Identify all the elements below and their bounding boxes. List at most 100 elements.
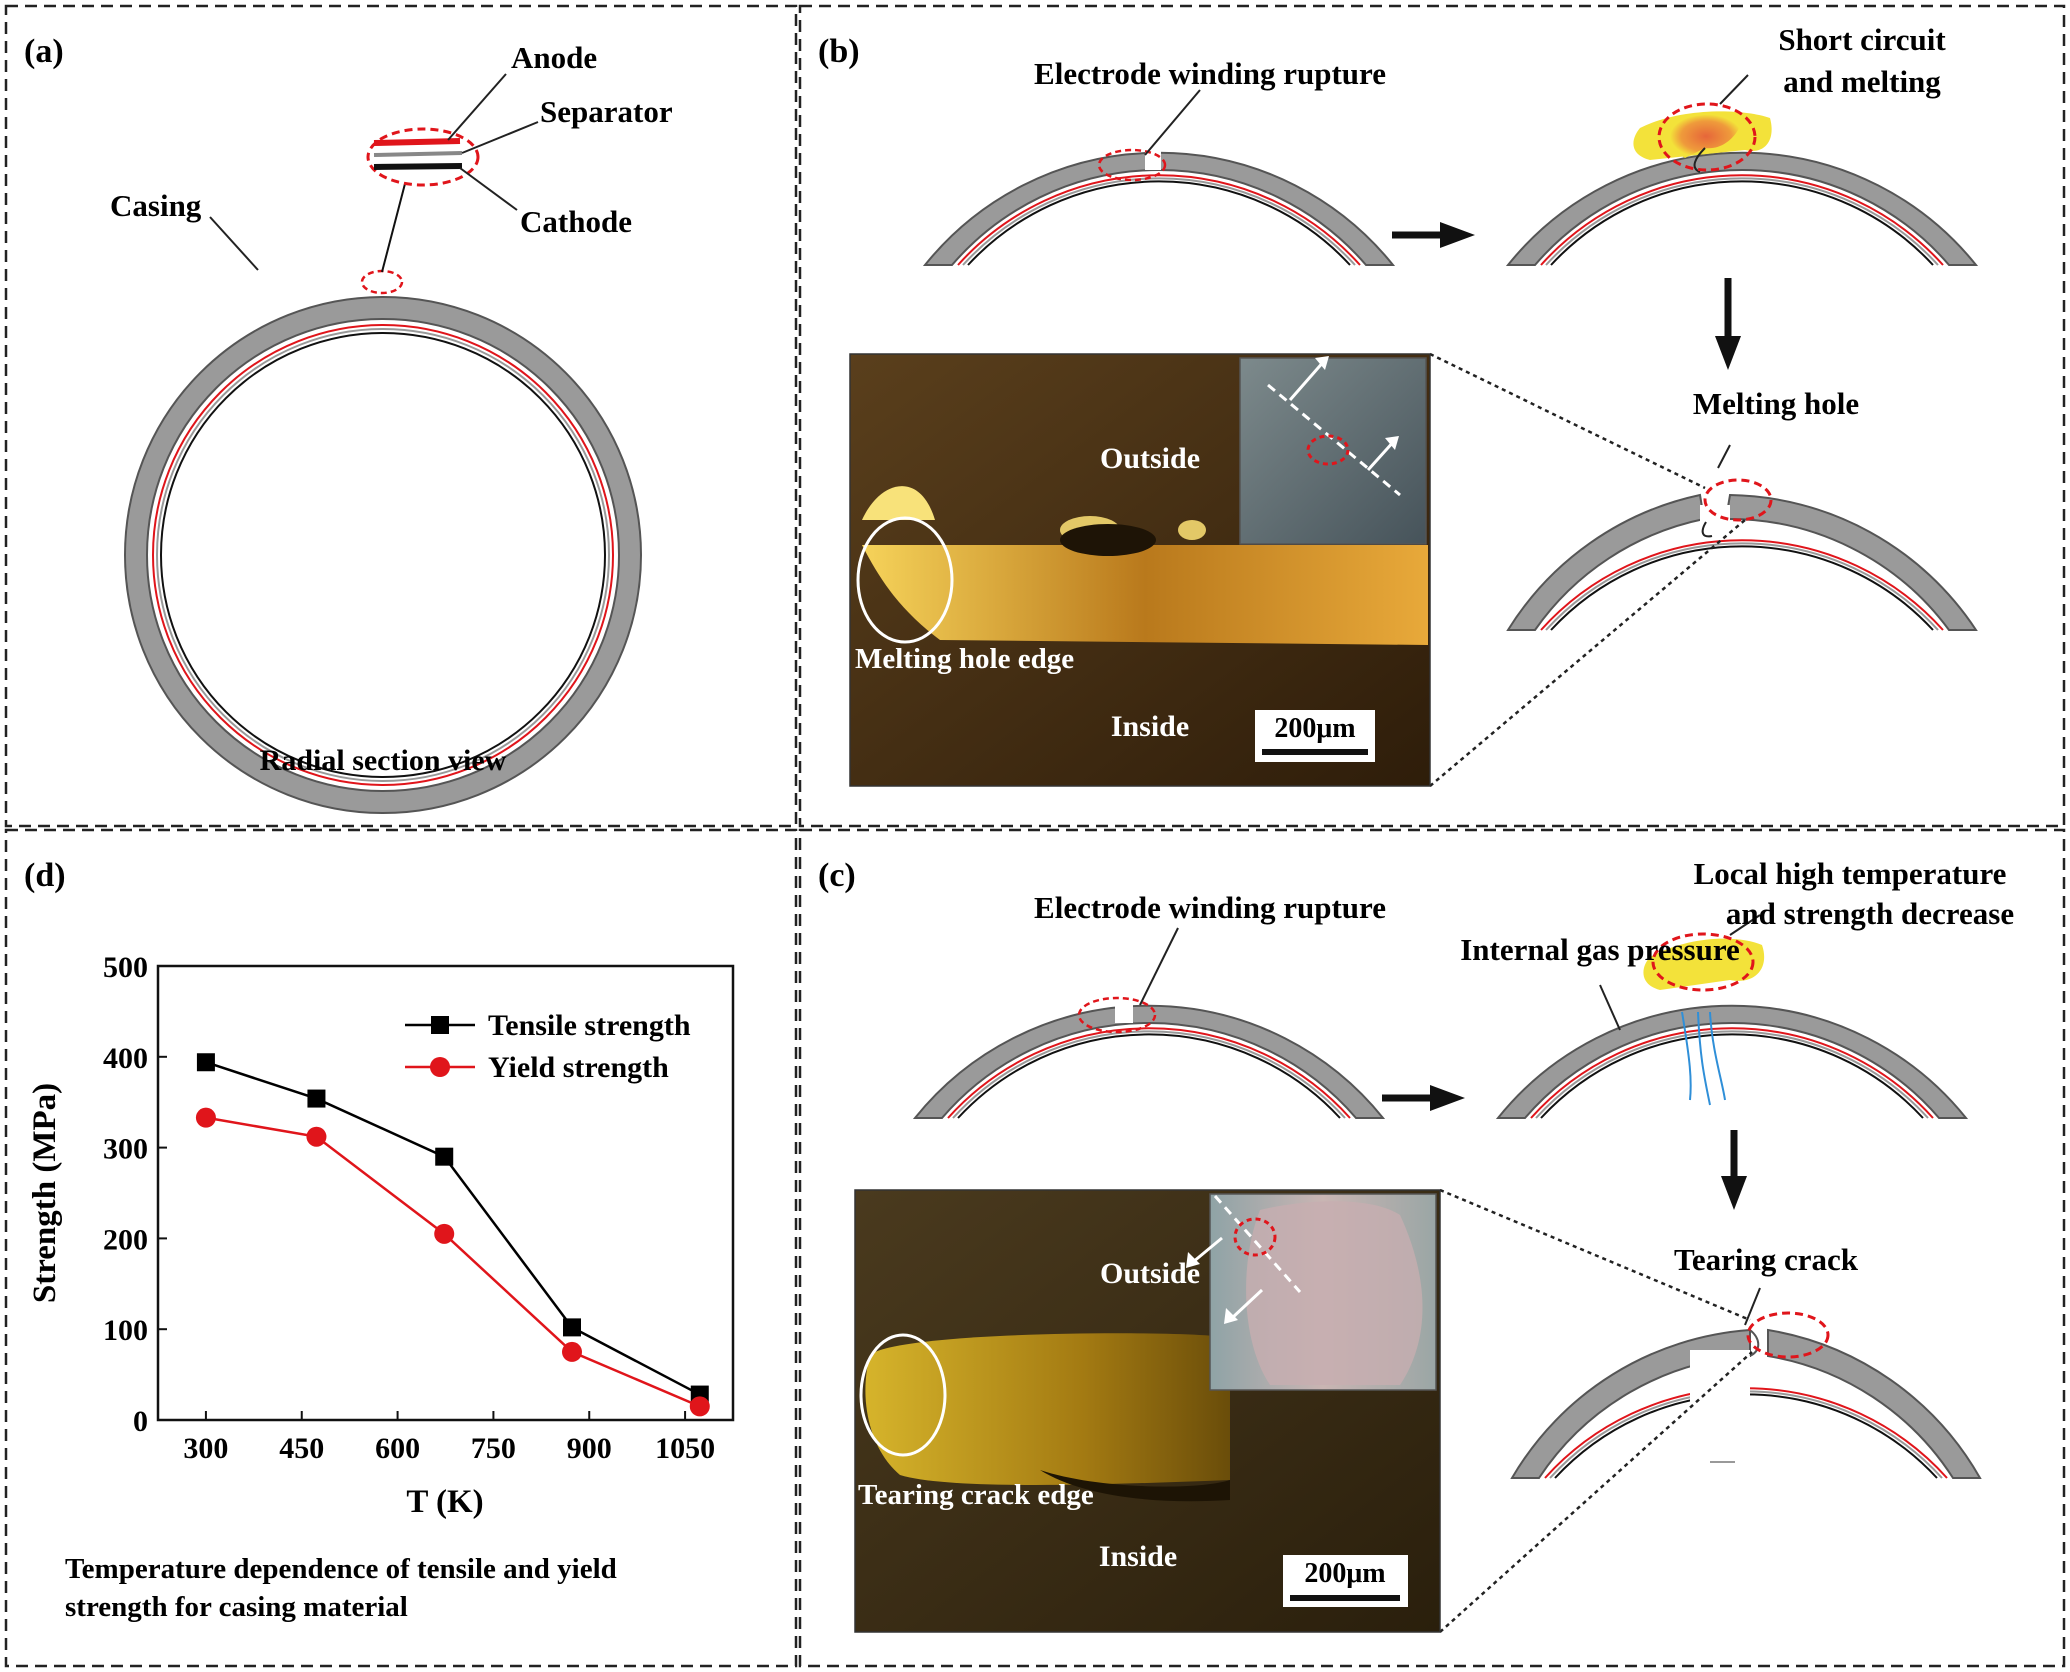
panel-b-frame bbox=[798, 4, 2066, 828]
y-tick-label-3: 300 bbox=[103, 1133, 148, 1166]
outside-label-c: Outside bbox=[1100, 1257, 1200, 1290]
inset-b bbox=[1239, 357, 1427, 545]
x-tick-label-5: 1050 bbox=[655, 1432, 715, 1465]
y-tick-label-5: 500 bbox=[103, 951, 148, 984]
micrograph-c bbox=[854, 1189, 1441, 1633]
plot-frame bbox=[156, 964, 735, 1422]
cathode-leader bbox=[459, 167, 518, 211]
micrograph-b bbox=[849, 353, 1431, 787]
y-axis-title: Strength (MPa) bbox=[27, 1083, 63, 1303]
arc-b1 bbox=[922, 89, 1396, 266]
short-label-2: and melting bbox=[1783, 64, 1941, 99]
legend-yield-label: Yield strength bbox=[488, 1051, 669, 1084]
panel-c-tag: (c) bbox=[818, 857, 856, 894]
gas-label: Internal gas pressure bbox=[1460, 932, 1740, 967]
scale-label-b: 200μm bbox=[1274, 713, 1355, 744]
yield-point-0 bbox=[195, 1107, 216, 1128]
edge-circle-b bbox=[856, 516, 954, 644]
legend-tensile-label: Tensile strength bbox=[488, 1009, 691, 1042]
tensile-line bbox=[205, 1061, 701, 1396]
casing-label: Casing bbox=[110, 188, 202, 223]
panel-d-caption-1: Temperature dependence of tensile and yi… bbox=[65, 1553, 617, 1585]
melting-hole-label: Melting hole bbox=[1693, 386, 1859, 421]
yield-point-3 bbox=[562, 1341, 582, 1362]
zoom-line-c-top bbox=[1439, 1188, 1751, 1322]
legend-yield-marker bbox=[430, 1057, 450, 1077]
local-label-2: and strength decrease bbox=[1726, 896, 2014, 931]
panel-c-frame bbox=[798, 828, 2066, 1668]
local-label-1: Local high temperature bbox=[1694, 856, 2007, 891]
arc-c3 bbox=[1510, 1287, 1982, 1479]
y-tick-label-2: 200 bbox=[103, 1223, 148, 1256]
panel-d-caption-2: strength for casing material bbox=[65, 1591, 408, 1623]
x-tick-label-4: 900 bbox=[567, 1432, 612, 1465]
casing-ring bbox=[124, 296, 642, 814]
zoom-line-b-top bbox=[1429, 352, 1706, 490]
casing-section-b bbox=[862, 545, 1428, 645]
x-tick-label-3: 750 bbox=[471, 1432, 516, 1465]
gas-line-2 bbox=[1697, 1011, 1711, 1106]
inside-label-c: Inside bbox=[1099, 1540, 1177, 1573]
panel-b-tag: (b) bbox=[818, 33, 860, 70]
panel-frames bbox=[4, 4, 2066, 1668]
panel-a-frame bbox=[4, 4, 798, 828]
edge-circle-c bbox=[859, 1333, 947, 1457]
arc-b2 bbox=[1505, 74, 1979, 266]
edge-label-c: Tearing crack edge bbox=[858, 1479, 1094, 1511]
cathode-ring bbox=[160, 332, 606, 778]
tensile-point-2 bbox=[435, 1147, 454, 1166]
cathode-label: Cathode bbox=[520, 204, 632, 239]
arc-c2 bbox=[1495, 914, 1969, 1119]
outside-label-b: Outside bbox=[1100, 442, 1200, 475]
separator-ring bbox=[156, 328, 610, 782]
casing-leader bbox=[209, 216, 259, 271]
x-tick-label-1: 450 bbox=[279, 1432, 324, 1465]
y-tick-label-0: 0 bbox=[133, 1405, 148, 1438]
x-axis-title: T (K) bbox=[406, 1484, 483, 1520]
tearing-label: Tearing crack bbox=[1674, 1242, 1859, 1277]
panel-c: (c) Electrode winding rupture bbox=[818, 856, 2014, 1633]
separator-label: Separator bbox=[540, 94, 673, 129]
zoom-line-c-bottom bbox=[1439, 1351, 1753, 1633]
rupture-label-b: Electrode winding rupture bbox=[1034, 56, 1386, 91]
edge-label-b: Melting hole edge bbox=[855, 643, 1074, 675]
anode-label: Anode bbox=[511, 40, 597, 75]
yield-point-1 bbox=[306, 1126, 327, 1147]
arc-b3 bbox=[1506, 444, 1978, 631]
panel-b: (b) Electrode winding rupture Short c bbox=[818, 22, 1979, 787]
x-tick-label-2: 600 bbox=[375, 1432, 420, 1465]
casing-section-c bbox=[865, 1333, 1230, 1485]
tensile-point-0 bbox=[196, 1053, 215, 1072]
anode-leader bbox=[447, 73, 507, 141]
series-layer bbox=[195, 1053, 710, 1417]
detail-marker bbox=[360, 269, 404, 295]
tensile-point-3 bbox=[563, 1318, 581, 1337]
arc-c1 bbox=[912, 927, 1386, 1119]
arrow-c-down-head bbox=[1721, 1176, 1747, 1210]
layer-detail bbox=[366, 127, 480, 187]
x-tick-label-0: 300 bbox=[183, 1432, 228, 1465]
hot-zone-c bbox=[1643, 938, 1765, 990]
inside-label-b: Inside bbox=[1111, 710, 1189, 743]
yield-point-4 bbox=[689, 1396, 710, 1417]
anode-ring bbox=[152, 324, 614, 786]
arrow-b-down-head bbox=[1715, 336, 1741, 370]
detail-leader bbox=[381, 175, 408, 273]
separator-leader bbox=[461, 121, 539, 154]
legend-tensile-marker bbox=[431, 1016, 449, 1034]
scale-label-c: 200μm bbox=[1304, 1558, 1385, 1589]
arrow-b-right-head bbox=[1440, 222, 1475, 248]
panel-a-caption: Radial section view bbox=[260, 744, 507, 777]
y-tick-label-1: 100 bbox=[103, 1314, 148, 1347]
panel-d-frame bbox=[4, 828, 798, 1668]
tensile-point-1 bbox=[307, 1089, 326, 1108]
panel-a: (a) Anode Separator Cathode Casing Radia… bbox=[24, 33, 673, 814]
rupture-label-c: Electrode winding rupture bbox=[1034, 890, 1386, 925]
short-label-1: Short circuit bbox=[1778, 22, 1946, 57]
gas-line-3 bbox=[1709, 1011, 1726, 1101]
